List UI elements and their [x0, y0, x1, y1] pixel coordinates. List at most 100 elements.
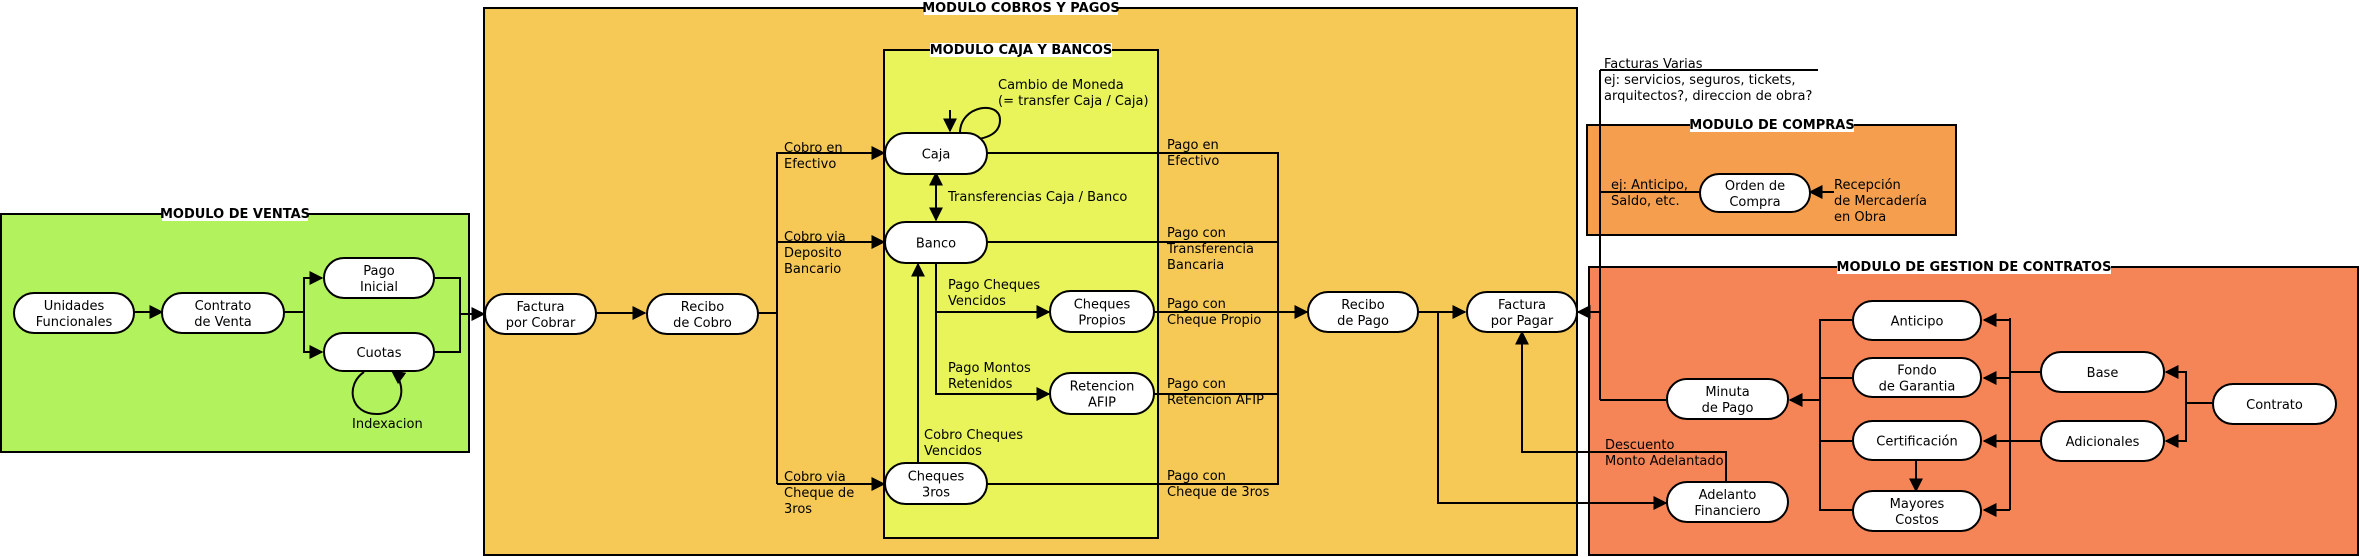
region-title-cobros-pagos: MODULO COBROS Y PAGOS [922, 1, 1120, 16]
node-label: Contrato [2246, 398, 2303, 413]
node-shape [1049, 372, 1155, 415]
node-shape [161, 292, 285, 334]
node-shape [1852, 490, 1982, 532]
node-shape [1852, 357, 1982, 398]
node-shape [884, 462, 988, 505]
node-adicionales: Adicionales [2040, 420, 2165, 462]
node-label: de Venta [194, 315, 252, 330]
node-cuotas: Cuotas [323, 332, 435, 372]
node-label: por Cobrar [506, 316, 576, 331]
label-transferencias: Transferencias Caja / Banco [947, 190, 1127, 205]
node-label: Adicionales [2066, 435, 2140, 450]
edge-label-line: Pago en [1167, 138, 1219, 153]
edge-label-line: ej: Anticipo, [1611, 178, 1688, 193]
node-shape [323, 332, 435, 372]
node-shape [13, 292, 135, 334]
edge-label-line: Facturas Varias [1604, 57, 1703, 72]
node-label: Pago [363, 264, 394, 279]
node-label: Cheques [908, 470, 965, 485]
label-anticipo-saldo: ej: Anticipo,Saldo, etc. [1611, 178, 1688, 209]
node-caja: Caja [884, 132, 988, 175]
edge-label-line: Retencion AFIP [1167, 393, 1264, 408]
node-label: Mayores [1890, 497, 1945, 512]
node-label: Anticipo [1891, 315, 1944, 330]
node-label: Cheques [1074, 298, 1131, 313]
node-shape [646, 293, 759, 335]
region-title-ventas: MODULO DE VENTAS [160, 207, 310, 222]
node-label: Minuta [1705, 385, 1749, 400]
node-label: Orden de [1725, 179, 1785, 194]
edge-label-line: Efectivo [784, 157, 836, 172]
node-banco: Banco [884, 221, 988, 264]
node-shape [2040, 420, 2165, 462]
edge-label-line: (= transfer Caja / Caja) [998, 94, 1149, 109]
edge-label-line: Indexacion [352, 417, 423, 432]
node-label: de Pago [1702, 401, 1754, 416]
edge-label-line: Efectivo [1167, 154, 1219, 169]
edge-label-line: arquitectos?, direccion de obra? [1604, 89, 1812, 104]
edge-label-line: Recepción [1834, 178, 1901, 193]
node-shape [1852, 420, 1982, 461]
node-anticipo: Anticipo [1852, 300, 1982, 341]
node-label: 3ros [922, 486, 950, 501]
node-shape [1852, 300, 1982, 341]
node-label: Compra [1729, 195, 1780, 210]
edge-label-line: Cobro via [784, 470, 846, 485]
node-shape [1666, 481, 1789, 523]
edge-label-line: Monto Adelantado [1605, 454, 1724, 469]
edge-label-line: Transferencias Caja / Banco [947, 190, 1127, 205]
edge-label-line: Pago con [1167, 377, 1226, 392]
node-shape [2040, 351, 2165, 393]
node-label: Recibo [681, 300, 724, 315]
edge-label-line: Vencidos [924, 444, 982, 459]
node-label: Factura [1498, 298, 1546, 313]
edge-label-line: Deposito [784, 246, 842, 261]
edge-label-line: Bancario [784, 262, 841, 277]
edge-label-line: Pago con [1167, 226, 1226, 241]
edge-label-line: Retenidos [948, 377, 1013, 392]
node-label: de Garantia [1879, 380, 1956, 395]
node-label: AFIP [1088, 396, 1116, 411]
label-indexacion: Indexacion [352, 417, 423, 432]
node-shape [884, 132, 988, 175]
edge-label-line: Descuento [1605, 438, 1675, 453]
node-label: Cuotas [356, 346, 401, 361]
region-title-compras: MODULO DE COMPRAS [1689, 118, 1854, 133]
node-label: Contrato [195, 299, 252, 314]
node-base: Base [2040, 351, 2165, 393]
node-shape [2212, 383, 2337, 425]
edge-label-line: Cobro en [784, 141, 843, 156]
edge-label-line: en Obra [1834, 210, 1886, 225]
edge-label-line: 3ros [784, 502, 812, 517]
node-certificacion: Certificación [1852, 420, 1982, 461]
node-shape [1699, 173, 1811, 213]
edge-label-line: ej: servicios, seguros, tickets, [1604, 73, 1796, 88]
region-title-contratos: MODULO DE GESTION DE CONTRATOS [1837, 260, 2112, 275]
edge-label-line: Transferencia [1166, 242, 1254, 257]
edge-label-line: Saldo, etc. [1611, 194, 1680, 209]
edge-label-line: Cobro via [784, 230, 846, 245]
node-label: Financiero [1694, 504, 1760, 519]
edge-label-line: Pago Cheques [948, 278, 1040, 293]
node-shape [1049, 290, 1155, 333]
